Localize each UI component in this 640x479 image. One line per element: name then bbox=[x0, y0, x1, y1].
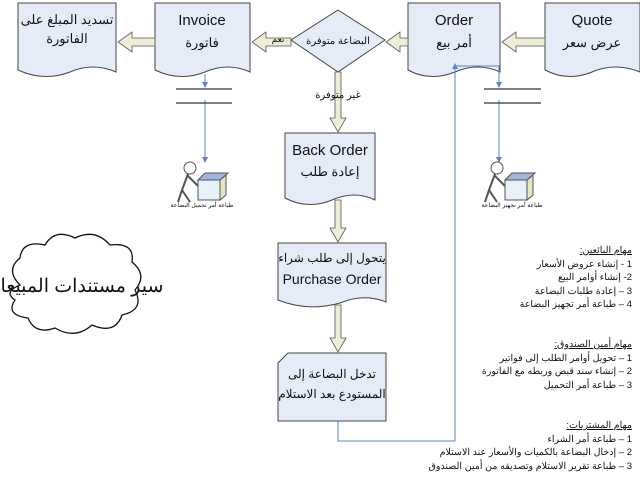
quote-ar: عرض سعر bbox=[562, 35, 622, 51]
arrow-quote-order bbox=[501, 31, 546, 53]
decision-label: البضاعة متوفرة bbox=[306, 36, 370, 47]
payment-line2: الفاتورة bbox=[46, 31, 88, 47]
task-item: 2 – إنشاء سند قبض وربطه مع الفاتورة bbox=[481, 366, 632, 377]
not-available-label: غير متوفرة bbox=[315, 90, 361, 101]
invoice-document: Invoice فاتورة bbox=[154, 2, 251, 77]
order-document: Order أمر بيع bbox=[407, 2, 501, 77]
po-ar: يتحول إلى طلب شراء bbox=[278, 251, 386, 266]
arrow-decision-invoice bbox=[251, 31, 292, 53]
arrow-decision-backorder bbox=[329, 71, 347, 133]
task-item: 3 – طباعة تقرير الاستلام وتصديقه من أمين… bbox=[428, 460, 632, 472]
data-store-symbols bbox=[176, 88, 541, 104]
availability-decision: البضاعة متوفرة bbox=[290, 9, 386, 73]
print-prepare-label: طباعة أمر تجهيز البضاعة bbox=[482, 200, 543, 209]
task-item: 1 - إنشاء عروض الأسعار bbox=[536, 258, 632, 270]
back-order-en: Back Order bbox=[292, 142, 368, 159]
task-item: 3 – طباعة أمر التحميل bbox=[543, 379, 632, 391]
arrow-order-decision bbox=[385, 31, 409, 53]
arrow-po-receiving bbox=[329, 304, 347, 353]
payment-line1: تسديد المبلغ على bbox=[21, 12, 114, 28]
invoice-en: Invoice bbox=[178, 12, 226, 29]
flow-arrows bbox=[117, 31, 546, 353]
task-item: 1 – طباعة أمر الشراء bbox=[547, 433, 632, 445]
quote-en: Quote bbox=[572, 12, 613, 29]
connectors bbox=[202, 63, 502, 442]
receiving-line1: تدخل البضاعة إلى bbox=[288, 367, 376, 382]
task-item: 3 – إعادة طلبات البضاعة bbox=[534, 285, 632, 297]
receiving-line2: المستودع بعد الاستلام bbox=[278, 387, 386, 401]
sales-staff-tasks: مهام البائعين: 1 - إنشاء عروض الأسعار 2-… bbox=[520, 244, 632, 312]
purchase-order-document: يتحول إلى طلب شراء Purchase Order bbox=[277, 242, 387, 308]
order-ar: أمر بيع bbox=[436, 34, 472, 51]
payment-document: تسديد المبلغ على الفاتورة bbox=[17, 2, 117, 77]
task-item: 1 – تحويل أوامر الطلب إلى فواتير bbox=[499, 352, 632, 364]
cashier-tasks: مهام أمين الصندوق: 1 – تحويل أوامر الطلب… bbox=[482, 338, 632, 392]
receiving-to-order-line bbox=[337, 63, 458, 442]
back-order-ar: إعادة طلب bbox=[301, 164, 360, 180]
person-packing-box-icon bbox=[177, 161, 230, 203]
print-loading-label: طباعة أمر تحميل البضاعة bbox=[171, 200, 234, 209]
order-en: Order bbox=[435, 12, 473, 29]
back-order-document: Back Order إعادة طلب bbox=[284, 132, 376, 205]
arrow-invoice-payment bbox=[117, 31, 156, 53]
tasks-heading: مهام المشتريات: bbox=[566, 420, 632, 431]
task-item: 4 – طباعة أمر تجهيز البضاعة bbox=[519, 299, 632, 310]
po-en: Purchase Order bbox=[283, 271, 382, 287]
quote-document: Quote عرض سعر bbox=[544, 2, 640, 77]
title-cloud: سير مستندات المبيعات bbox=[0, 233, 163, 334]
task-item: 2 – إدخال البضاعة بالكميات والأسعار عند … bbox=[439, 447, 632, 458]
cloud-title: سير مستندات المبيعات bbox=[0, 276, 163, 297]
purchasing-tasks: مهام المشتريات: 1 – طباعة أمر الشراء 2 –… bbox=[428, 419, 632, 473]
yes-label: نعم bbox=[272, 34, 285, 45]
invoice-ar: فاتورة bbox=[185, 35, 219, 51]
arrow-backorder-po bbox=[329, 199, 347, 243]
tasks-heading: مهام أمين الصندوق: bbox=[554, 339, 632, 350]
task-item: 2- إنشاء أوامر البيع bbox=[557, 272, 632, 283]
tasks-heading: مهام البائعين: bbox=[579, 245, 632, 256]
receiving-card: تدخل البضاعة إلى المستودع بعد الاستلام bbox=[277, 352, 387, 422]
person-packing-box-icon bbox=[484, 161, 537, 203]
